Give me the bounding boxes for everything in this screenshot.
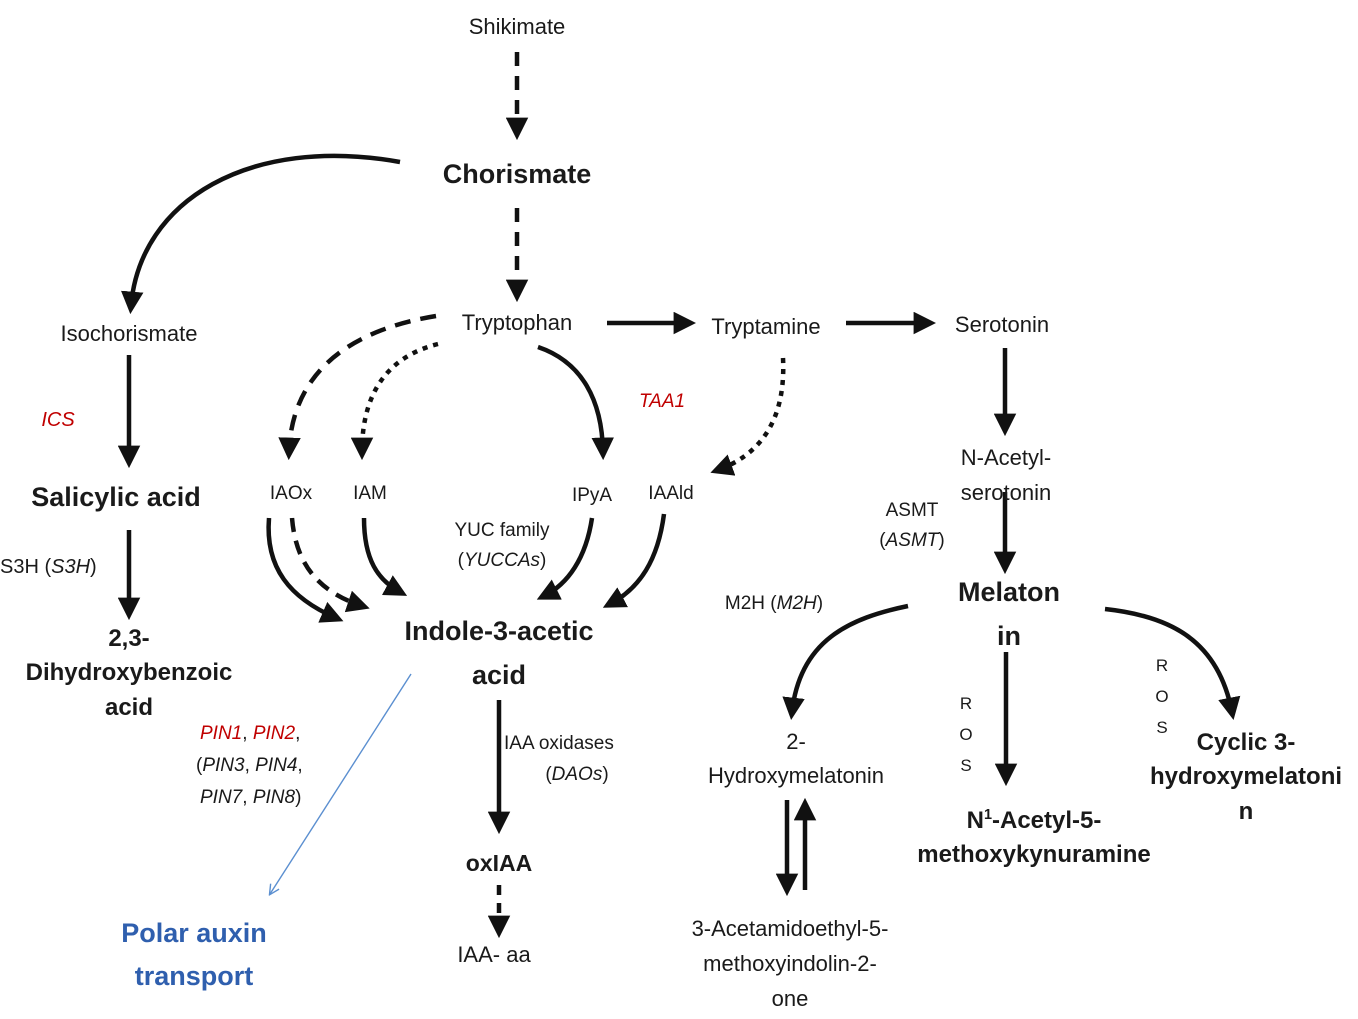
enzyme-s3h-name: S3H — [0, 556, 39, 578]
node-afmk-rest: -Acetyl-5- — [991, 807, 1102, 834]
node-ipya: IPyA — [571, 485, 613, 506]
node-2-hydroxymelatonin: 2- Hydroxymelatonin — [708, 729, 884, 789]
node-iaa-line1: Indole-3-acetic — [404, 616, 594, 646]
node-isochorismate: Isochorismate — [60, 321, 198, 346]
node-dhba-line1: 2,3- — [108, 625, 150, 652]
enzyme-pin8: PIN8 — [252, 787, 296, 808]
enzyme-s3h-gene: S3H — [51, 556, 91, 578]
enzyme-taa1: TAA1 — [638, 391, 686, 412]
arrow-iaa-polar-transport — [270, 673, 412, 894]
enzyme-pin-group-1: PIN1, PIN2, — [200, 723, 301, 744]
node-melatonin-line2: in — [996, 620, 1021, 651]
node-dhba: 2,3- Dihydroxybenzoic acid — [26, 625, 233, 722]
enzyme-yuccas-name: YUCCAs — [463, 550, 541, 571]
node-n-acetyl-serotonin-line2: serotonin — [960, 479, 1052, 505]
node-salicylic-acid: Salicylic acid — [31, 482, 201, 512]
enzyme-pin4: PIN4 — [255, 755, 298, 776]
node-serotonin: Serotonin — [954, 312, 1050, 337]
arrow-tryptophan-iaox — [278, 313, 437, 461]
node-iaald: IAAld — [648, 483, 694, 504]
arrow-melatonin-cyclic — [1104, 606, 1241, 720]
node-afmk-line1: N1-Acetyl-5- — [917, 807, 1150, 835]
node-polar-auxin-transport: Polar auxin transport — [121, 918, 267, 993]
enzyme-s3h: S3H (S3H) — [0, 556, 97, 578]
node-dhba-line2: Dihydroxybenzoic — [25, 659, 233, 687]
node-melatonin-line1: Melaton — [957, 577, 1061, 607]
node-afmk-n: N — [966, 807, 984, 834]
enzyme-m2h-gene: M2H — [776, 593, 817, 614]
enzyme-yuc-family: YUC family — [454, 520, 550, 541]
arrow-melatonin-hydroxymelatonin — [782, 603, 909, 721]
node-oxiaa: oxIAA — [465, 850, 533, 876]
node-n-acetyl-serotonin: N-Acetyl- serotonin — [961, 445, 1052, 506]
arrow-iaox-iaa-dashed — [289, 517, 370, 613]
enzyme-asmt-gene-wrap: (ASMT) — [879, 530, 945, 551]
node-iaa-line2: acid — [471, 659, 527, 690]
arrow-iam-iaa — [361, 517, 408, 596]
enzyme-asmt: ASMT — [885, 500, 939, 521]
node-cyclic-line1: Cyclic 3- — [1196, 729, 1296, 756]
node-polar-auxin-line1: Polar auxin — [121, 918, 267, 948]
enzyme-iaa-oxidases: IAA oxidases — [504, 733, 614, 754]
enzyme-m2h: M2H (M2H) — [724, 593, 824, 614]
node-acetamidoethyl: 3-Acetamidoethyl-5- methoxyindolin-2- on… — [692, 916, 889, 1012]
node-tryptamine: Tryptamine — [711, 314, 821, 339]
enzyme-daos-name: DAOs — [551, 764, 603, 785]
node-afmk-superscript: 1 — [983, 807, 992, 823]
arrow-tryptophan-ipya — [537, 344, 614, 461]
node-iaa: Indole-3-acetic acid — [404, 616, 593, 692]
enzyme-pin7: PIN7 — [200, 787, 243, 808]
node-acetamidoethyl-line3: one — [771, 985, 809, 1011]
enzyme-daos: (DAOs) — [545, 764, 609, 785]
enzyme-pin-group-2: (PIN3, PIN4, — [196, 755, 303, 776]
arrow-chorismate-isochorismate — [121, 153, 401, 315]
node-iam: IAM — [353, 483, 387, 504]
arrow-iaald-iaa — [602, 513, 667, 608]
arrow-tryptamine-iaald — [710, 357, 786, 476]
node-melatonin: Melaton in — [958, 577, 1060, 653]
node-acetamidoethyl-line1: 3-Acetamidoethyl-5- — [691, 916, 889, 941]
node-iaox: IAOx — [269, 483, 313, 504]
node-2-hydroxymelatonin-line2: Hydroxymelatonin — [707, 762, 885, 788]
node-afmk: N1-Acetyl-5- methoxykynuramine — [917, 807, 1150, 870]
arrow-tryptophan-iam — [350, 341, 439, 461]
node-cyclic-3-hydroxymelatonin: Cyclic 3- hydroxymelatoni n — [1150, 729, 1342, 826]
node-2-hydroxymelatonin-line1: 2- — [786, 729, 806, 754]
node-iaa-aa: IAA- aa — [457, 942, 531, 967]
node-shikimate: Shikimate — [468, 14, 566, 39]
node-polar-auxin-line2: transport — [134, 960, 254, 991]
node-afmk-line2: methoxykynuramine — [917, 841, 1151, 869]
node-chorismate: Chorismate — [442, 159, 592, 189]
enzyme-pin2: PIN2 — [252, 723, 296, 744]
enzyme-pin1: PIN1 — [200, 723, 243, 744]
node-tryptophan: Tryptophan — [461, 310, 573, 335]
node-cyclic-line3: n — [1238, 797, 1254, 825]
arrow-iaox-iaa-solid — [266, 517, 344, 623]
enzyme-pin-group-3: PIN7, PIN8) — [200, 787, 302, 808]
enzyme-asmt-gene: ASMT — [885, 530, 939, 551]
enzyme-ics: ICS — [41, 409, 75, 431]
node-cyclic-line2: hydroxymelatoni — [1149, 763, 1343, 791]
arrow-ipya-iaa — [536, 517, 595, 600]
node-acetamidoethyl-line2: methoxyindolin-2- — [703, 950, 877, 976]
node-n-acetyl-serotonin-line1: N-Acetyl- — [960, 445, 1052, 470]
enzyme-pin3: PIN3 — [202, 755, 245, 776]
enzyme-m2h-name: M2H — [724, 593, 766, 614]
node-dhba-line3: acid — [104, 693, 154, 721]
enzyme-yuccas: (YUCCAs) — [457, 550, 547, 571]
